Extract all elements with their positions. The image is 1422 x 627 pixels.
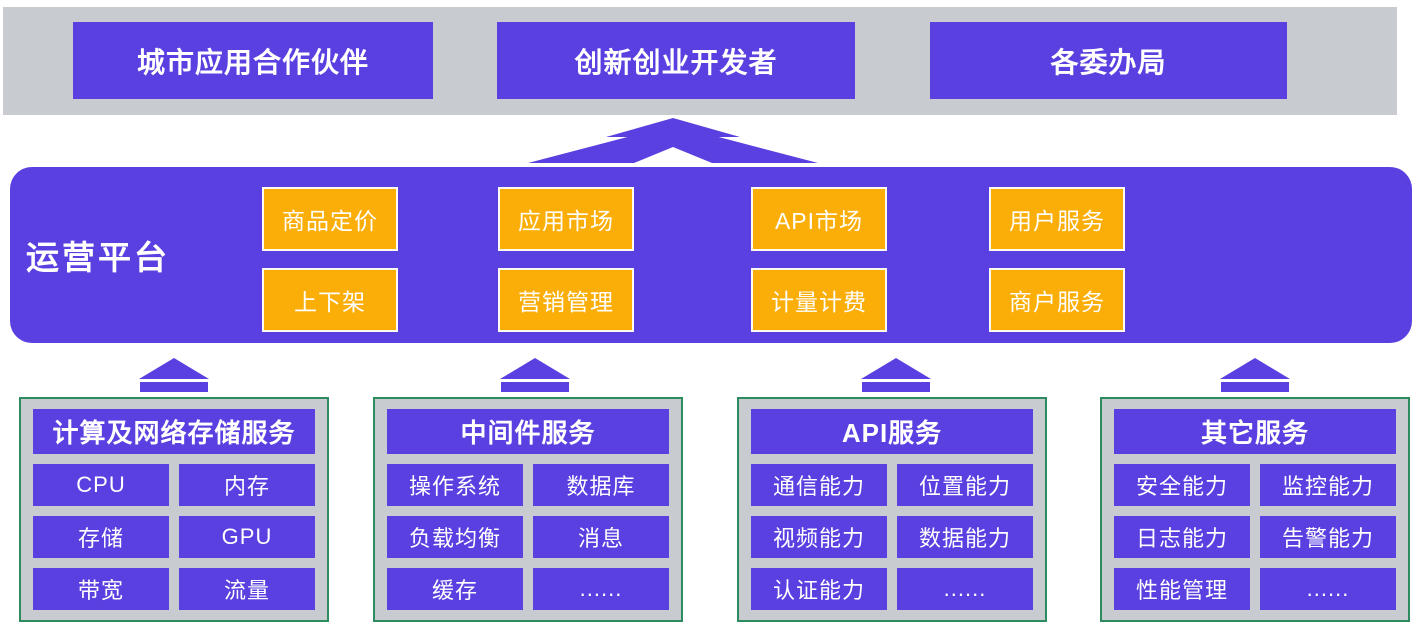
service-group-grid: 通信能力 位置能力 视频能力 数据能力 认证能力 ...... [751,464,1033,610]
service-cell: 缓存 [387,568,523,610]
operations-platform: 运营平台 商品定价 应用市场 API市场 用户服务 上下架 营销管理 计量计费 … [10,167,1412,343]
service-cell: 存储 [33,516,169,558]
service-cell: ...... [897,568,1033,610]
service-cell: 位置能力 [897,464,1033,506]
up-arrow-icon [861,358,931,392]
platform-module-pricing: 商品定价 [262,187,398,251]
service-cell: 流量 [179,568,315,610]
service-group-title: 计算及网络存储服务 [33,409,315,454]
platform-module-metering: 计量计费 [751,268,887,332]
service-cell: 视频能力 [751,516,887,558]
platform-module-user-service: 用户服务 [989,187,1125,251]
up-arrow-icon [500,358,570,392]
service-group-title: 其它服务 [1114,409,1396,454]
service-cell: 内存 [179,464,315,506]
service-cell: GPU [179,516,315,558]
service-cell: ...... [1260,568,1396,610]
service-cell: 操作系统 [387,464,523,506]
service-cell: CPU [33,464,169,506]
service-cell: 数据库 [533,464,669,506]
service-cell: 安全能力 [1114,464,1250,506]
consumer-box-government: 各委办局 [930,22,1287,99]
service-group-title: API服务 [751,409,1033,454]
service-group-middleware: 中间件服务 操作系统 数据库 负载均衡 消息 缓存 ...... [373,397,683,622]
service-group-other: 其它服务 安全能力 监控能力 日志能力 告警能力 性能管理 ...... [1100,397,1410,622]
consumer-box-city-partners: 城市应用合作伙伴 [73,22,433,99]
service-cell: 告警能力 [1260,516,1396,558]
service-group-title: 中间件服务 [387,409,669,454]
service-cell: 通信能力 [751,464,887,506]
up-arrow-icon [139,358,209,392]
platform-module-marketing: 营销管理 [498,268,634,332]
service-cell: 性能管理 [1114,568,1250,610]
service-group-api: API服务 通信能力 位置能力 视频能力 数据能力 认证能力 ...... [737,397,1047,622]
service-group-compute-network-storage: 计算及网络存储服务 CPU 内存 存储 GPU 带宽 流量 [19,397,329,622]
service-cell: 数据能力 [897,516,1033,558]
up-arrow-icon [1220,358,1290,392]
service-cell: 监控能力 [1260,464,1396,506]
service-cell: 负载均衡 [387,516,523,558]
platform-module-api-market: API市场 [751,187,887,251]
service-cell: 消息 [533,516,669,558]
service-group-grid: 操作系统 数据库 负载均衡 消息 缓存 ...... [387,464,669,610]
service-cell: 日志能力 [1114,516,1250,558]
platform-title: 运营平台 [26,239,170,276]
platform-module-listing: 上下架 [262,268,398,332]
service-cell: 认证能力 [751,568,887,610]
platform-module-app-market: 应用市场 [498,187,634,251]
service-cell: ...... [533,568,669,610]
platform-module-merchant-service: 商户服务 [989,268,1125,332]
consumer-box-developers: 创新创业开发者 [497,22,855,99]
service-group-grid: CPU 内存 存储 GPU 带宽 流量 [33,464,315,610]
service-group-grid: 安全能力 监控能力 日志能力 告警能力 性能管理 ...... [1114,464,1396,610]
service-cell: 带宽 [33,568,169,610]
